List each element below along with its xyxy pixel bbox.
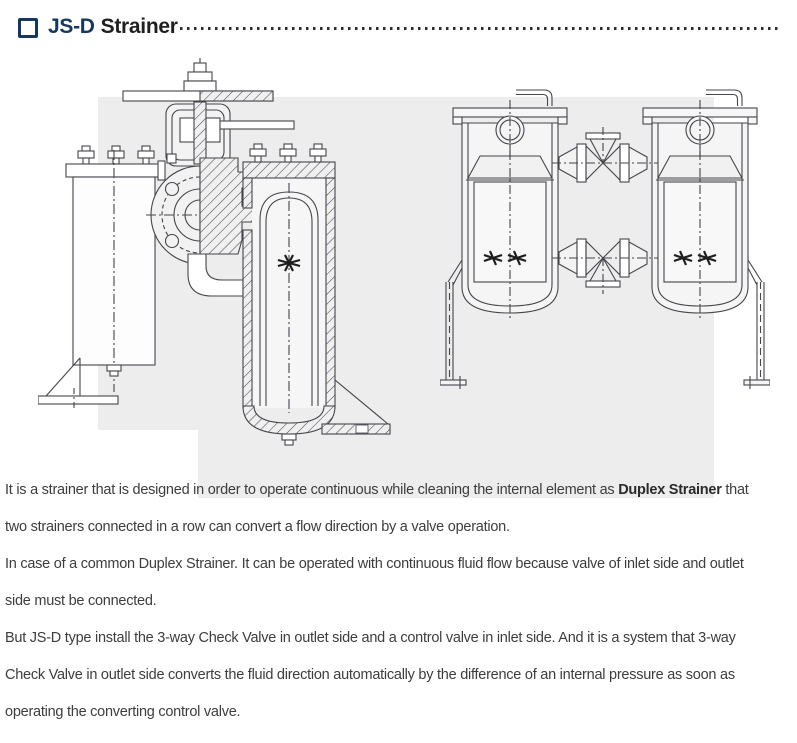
strainer-vessel-left xyxy=(451,88,569,320)
text-line: operating the converting control valve. xyxy=(5,704,241,720)
lower-pipe-valve xyxy=(551,238,659,294)
strainer-vessel-right xyxy=(641,88,759,320)
text-line: But JS-D type install the 3-way Check Va… xyxy=(5,630,736,646)
section-view-group xyxy=(38,58,391,446)
support-leg-left xyxy=(440,259,467,389)
text-line: It is a strainer that is designed in ord… xyxy=(5,482,749,498)
text-line: Check Valve in outlet side converts the … xyxy=(5,667,735,683)
text-line: side must be connected. xyxy=(5,593,157,609)
dotted-leader-line xyxy=(179,26,781,30)
page-title-accent: JS-D xyxy=(48,15,95,38)
front-view-group xyxy=(440,88,770,389)
duplex-strainer-front-elevation-drawing xyxy=(440,88,770,389)
bold-term: Duplex Strainer xyxy=(618,482,722,498)
flange-bolts-left xyxy=(77,145,155,165)
square-bullet-icon xyxy=(18,18,38,38)
flange-bolts-right xyxy=(249,143,327,163)
section-mark xyxy=(277,254,301,272)
text-line: In case of a common Duplex Strainer. It … xyxy=(5,556,744,572)
drawing-background-notch xyxy=(98,430,198,498)
upper-pipe-valve xyxy=(551,127,659,183)
support-leg-right xyxy=(743,259,770,389)
description-text: It is a strainer that is designed in ord… xyxy=(5,472,793,731)
duplex-strainer-cross-section-drawing xyxy=(38,58,391,446)
page-title-rest: Strainer xyxy=(100,15,178,38)
text-line: two strainers connected in a row can con… xyxy=(5,519,510,535)
figure-area xyxy=(38,58,770,498)
